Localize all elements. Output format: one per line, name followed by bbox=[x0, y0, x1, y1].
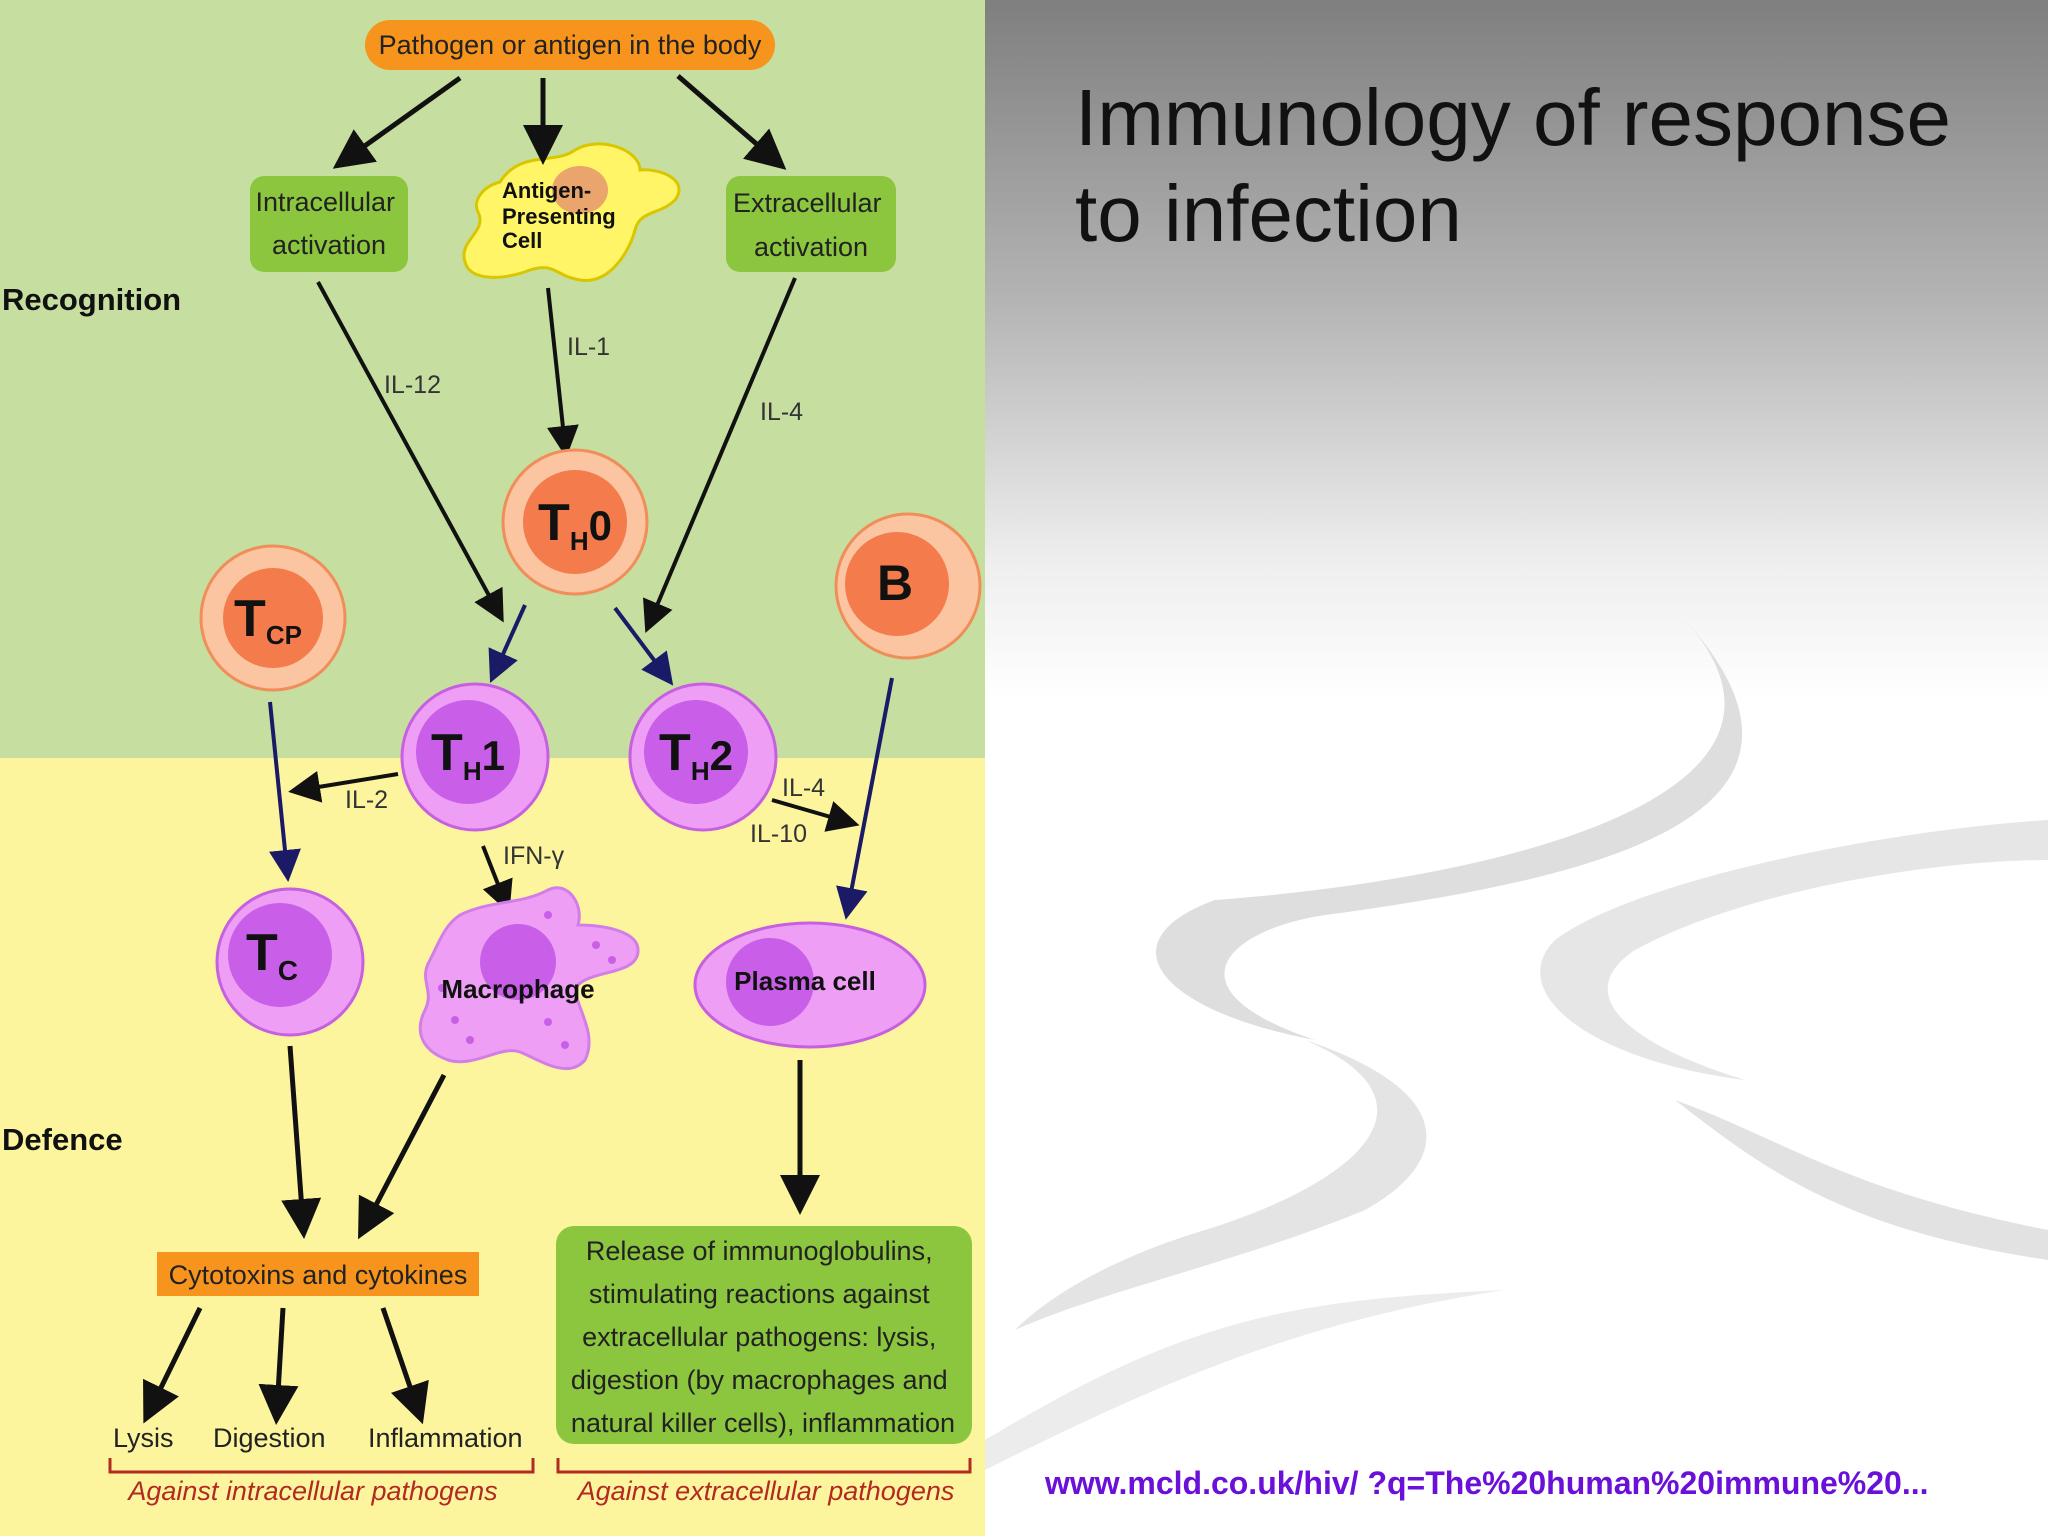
arrow-th0-to-th1 bbox=[488, 604, 527, 683]
pathogen-box-label: Pathogen or antigen in the body bbox=[379, 30, 762, 60]
cytotoxins-box bbox=[157, 1252, 479, 1296]
b-cell-label: B bbox=[877, 555, 913, 611]
th0-sub: H bbox=[570, 526, 589, 556]
slide-background bbox=[985, 0, 2048, 1536]
intracellular-activation-line: activation bbox=[272, 230, 386, 260]
th1-sub: H bbox=[463, 756, 482, 786]
th0-main: T bbox=[538, 494, 570, 552]
extracellular-activation-box bbox=[726, 176, 896, 272]
against-extracellular-label: Against extracellular pathogens bbox=[576, 1476, 955, 1506]
bracket-intracellular bbox=[108, 1458, 535, 1474]
tc-cell-label: TC bbox=[246, 924, 298, 986]
arrow-th1-ifn bbox=[481, 845, 513, 914]
apc-label-line: Cell bbox=[502, 228, 542, 253]
th0-cell: TH0 bbox=[501, 448, 649, 596]
arrow-pathogen-to-extracellular bbox=[676, 74, 787, 170]
extracellular-activation-label: Extracellular activation bbox=[733, 188, 889, 262]
th1-cell: TH1 bbox=[400, 682, 550, 832]
tcp-main: T bbox=[234, 590, 266, 648]
apc-label-line: Presenting bbox=[502, 204, 616, 229]
th2-sub: H bbox=[691, 756, 710, 786]
arrow-to-lysis bbox=[143, 1306, 203, 1424]
release-line: natural killer cells), inflammation bbox=[571, 1408, 955, 1438]
b-cell: B bbox=[834, 512, 982, 660]
th2-suffix: 2 bbox=[710, 732, 733, 779]
th2-cell: TH2 bbox=[628, 682, 778, 832]
arrow-tc-to-cytotoxins bbox=[281, 1045, 322, 1239]
apc-label-line: Antigen- bbox=[502, 178, 591, 203]
arrow-apc-to-th0 bbox=[546, 287, 579, 458]
th1-main: T bbox=[431, 724, 463, 782]
bracket-extracellular bbox=[556, 1458, 972, 1474]
against-intracellular-label: Against intracellular pathogens bbox=[126, 1476, 497, 1506]
source-url-link[interactable]: www.mcld.co.uk/hiv/ ?q=The%20human%20imm… bbox=[1045, 1465, 1929, 1501]
macrophage-cell: Macrophage bbox=[418, 886, 640, 1071]
ifn-label: IFN-γ bbox=[503, 842, 565, 870]
tc-main: T bbox=[246, 924, 278, 982]
outcome-digestion: Digestion bbox=[213, 1423, 326, 1453]
intracellular-activation-box bbox=[250, 176, 408, 272]
arrow-intracellular-to-th1 bbox=[316, 281, 504, 623]
extracellular-activation-line: Extracellular bbox=[733, 188, 882, 218]
release-line: stimulating reactions against bbox=[589, 1279, 930, 1309]
slide-title: Immunology of response to infection bbox=[1075, 73, 1952, 258]
intracellular-activation-line: Intracellular bbox=[255, 187, 395, 217]
antigen-presenting-cell-nucleus bbox=[552, 166, 608, 214]
arrow-macrophage-to-cytotoxins bbox=[358, 1073, 447, 1240]
pathogen-box bbox=[365, 20, 775, 70]
immune-response-diagram: Recognition Defence Pathogen or antigen … bbox=[0, 0, 985, 1536]
il12-label: IL-12 bbox=[384, 371, 441, 399]
macrophage-label: Macrophage bbox=[441, 974, 594, 1004]
stage-label-recognition: Recognition bbox=[2, 282, 181, 317]
th0-cell-label: TH0 bbox=[538, 494, 612, 556]
release-text: Release of immunoglobulins, stimulating … bbox=[571, 1236, 955, 1438]
th0-suffix: 0 bbox=[589, 502, 612, 549]
il4-th2-label: IL-4 bbox=[782, 774, 825, 802]
th1-cell-label: TH1 bbox=[431, 724, 505, 786]
plasma-cell: Plasma cell bbox=[693, 921, 927, 1049]
il1-label: IL-1 bbox=[567, 333, 610, 361]
antigen-presenting-cell-label: Antigen- Presenting Cell bbox=[502, 178, 622, 253]
arrow-th0-to-th2 bbox=[613, 606, 674, 686]
tc-cell: TC bbox=[215, 887, 365, 1037]
il10-label: IL-10 bbox=[750, 820, 807, 848]
tcp-cell-label: TCP bbox=[234, 590, 302, 650]
release-line: digestion (by macrophages and bbox=[571, 1365, 948, 1395]
il4-top-label: IL-4 bbox=[760, 398, 803, 426]
arrow-pathogen-to-intracellular bbox=[332, 75, 462, 169]
th1-suffix: 1 bbox=[482, 732, 505, 779]
th2-cell-label: TH2 bbox=[659, 724, 733, 786]
arrow-tcp-to-tc bbox=[268, 701, 301, 882]
tcp-cell: TCP bbox=[199, 544, 347, 692]
th2-main: T bbox=[659, 724, 691, 782]
il2-label: IL-2 bbox=[345, 786, 388, 814]
release-box bbox=[556, 1226, 972, 1444]
decorative-swooshes bbox=[985, 620, 2048, 1470]
intracellular-activation-label: Intracellular activation bbox=[255, 187, 402, 260]
tcp-sub: CP bbox=[266, 620, 302, 650]
arrow-th2-il4 bbox=[771, 798, 860, 832]
arrow-extracellular-to-th2 bbox=[643, 277, 797, 634]
plasma-cell-label: Plasma cell bbox=[734, 966, 876, 996]
outcome-inflammation: Inflammation bbox=[368, 1423, 523, 1453]
release-line: extracellular pathogens: lysis, bbox=[582, 1322, 936, 1352]
outcome-lysis: Lysis bbox=[113, 1423, 174, 1453]
extracellular-activation-line: activation bbox=[754, 232, 868, 262]
recognition-zone bbox=[0, 0, 985, 758]
arrow-to-inflammation bbox=[380, 1307, 429, 1425]
arrow-b-to-plasma bbox=[836, 677, 894, 920]
arrow-to-digestion bbox=[258, 1307, 299, 1425]
release-line: Release of immunoglobulins, bbox=[586, 1236, 933, 1266]
stage-label-defence: Defence bbox=[2, 1122, 123, 1157]
cytotoxins-label: Cytotoxins and cytokines bbox=[169, 1260, 468, 1290]
arrow-th1-il2 bbox=[288, 770, 399, 803]
tc-sub: C bbox=[278, 955, 298, 986]
